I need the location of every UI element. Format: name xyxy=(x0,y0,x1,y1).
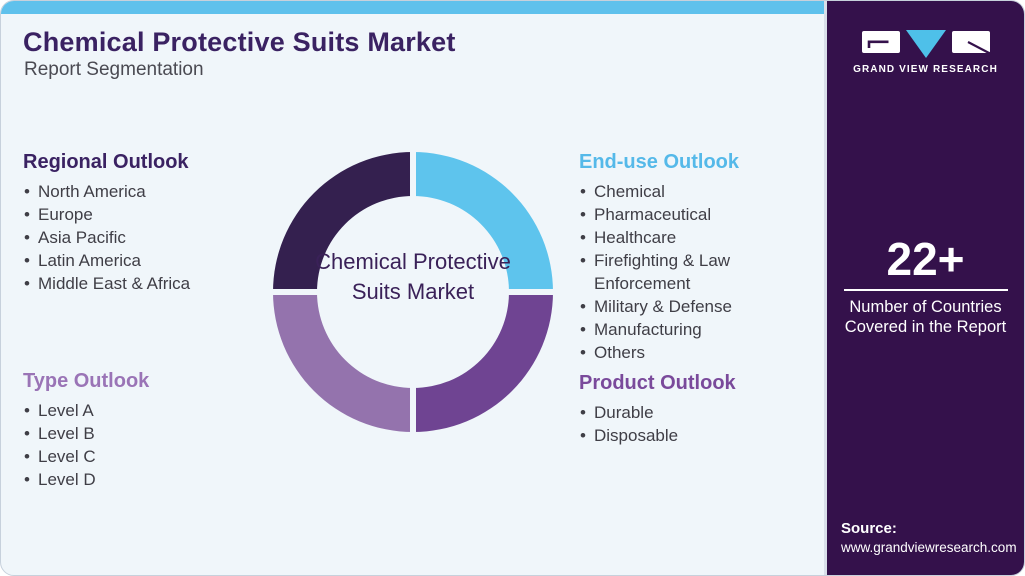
page-title: Chemical Protective Suits Market xyxy=(23,27,456,57)
list-item: Durable xyxy=(579,401,779,424)
enduse-outlook-list: Chemical Pharmaceutical Healthcare Firef… xyxy=(579,180,781,364)
stat-divider xyxy=(843,289,1008,291)
list-item: Level D xyxy=(23,468,223,491)
countries-stat: 22+ Number of Countries Covered in the R… xyxy=(827,235,1024,337)
sidebar: GRAND VIEW RESEARCH 22+ Number of Countr… xyxy=(824,1,1024,575)
outlook-section-regional: Regional Outlook North America Europe As… xyxy=(23,151,253,295)
list-item: Disposable xyxy=(579,424,779,447)
list-item: Asia Pacific xyxy=(23,226,253,249)
logo-wordmark: GRAND VIEW RESEARCH xyxy=(853,64,998,75)
donut-center-label: Chemical Protective Suits Market xyxy=(315,249,511,304)
stat-caption: Number of Countries Covered in the Repor… xyxy=(844,298,1007,336)
list-item: Europe xyxy=(23,203,253,226)
logo-letter-v xyxy=(905,30,946,58)
gvr-logo: GRAND VIEW RESEARCH xyxy=(827,29,1024,75)
source-url: www.grandviewresearch.com xyxy=(841,540,1017,555)
list-item: Others xyxy=(579,341,781,364)
page-subtitle: Report Segmentation xyxy=(24,59,204,80)
list-item: North America xyxy=(23,180,253,203)
enduse-outlook-heading: End-use Outlook xyxy=(579,151,739,173)
list-item: Pharmaceutical xyxy=(579,203,781,226)
regional-outlook-heading: Regional Outlook xyxy=(23,151,189,173)
product-outlook-heading: Product Outlook xyxy=(579,372,736,394)
source-label: Source: xyxy=(841,520,897,537)
regional-outlook-list: North America Europe Asia Pacific Latin … xyxy=(23,180,253,295)
stat-value: 22+ xyxy=(886,233,965,285)
product-outlook-list: Durable Disposable xyxy=(579,401,779,447)
donut-segment-bottom-left xyxy=(273,292,413,432)
list-item: Firefighting & Law Enforcement xyxy=(579,249,781,295)
outlook-section-type: Type Outlook Level A Level B Level C Lev… xyxy=(23,370,223,491)
list-item: Military & Defense xyxy=(579,295,781,318)
source-block: Source: www.grandviewresearch.com xyxy=(841,520,1017,555)
gvr-logo-mark xyxy=(861,30,990,58)
list-item: Level B xyxy=(23,422,223,445)
list-item: Level A xyxy=(23,399,223,422)
list-item: Healthcare xyxy=(579,226,781,249)
list-item: Chemical xyxy=(579,180,781,203)
list-item: Latin America xyxy=(23,249,253,272)
donut-gap-horizontal xyxy=(268,289,558,295)
donut-segment-top-left xyxy=(273,152,413,292)
list-item: Middle East & Africa xyxy=(23,272,253,295)
outlook-section-product: Product Outlook Durable Disposable xyxy=(579,372,779,447)
type-outlook-list: Level A Level B Level C Level D xyxy=(23,399,223,491)
logo-g-notch xyxy=(867,40,888,48)
logo-r-slash xyxy=(966,41,990,55)
list-item: Manufacturing xyxy=(579,318,781,341)
list-item: Level C xyxy=(23,445,223,468)
donut-segment-bottom-right xyxy=(413,292,553,432)
top-accent-bar xyxy=(1,1,828,14)
donut-chart xyxy=(268,147,558,437)
outlook-section-enduse: End-use Outlook Chemical Pharmaceutical … xyxy=(579,151,781,364)
donut-segment-top-right xyxy=(413,152,553,292)
type-outlook-heading: Type Outlook xyxy=(23,370,150,392)
